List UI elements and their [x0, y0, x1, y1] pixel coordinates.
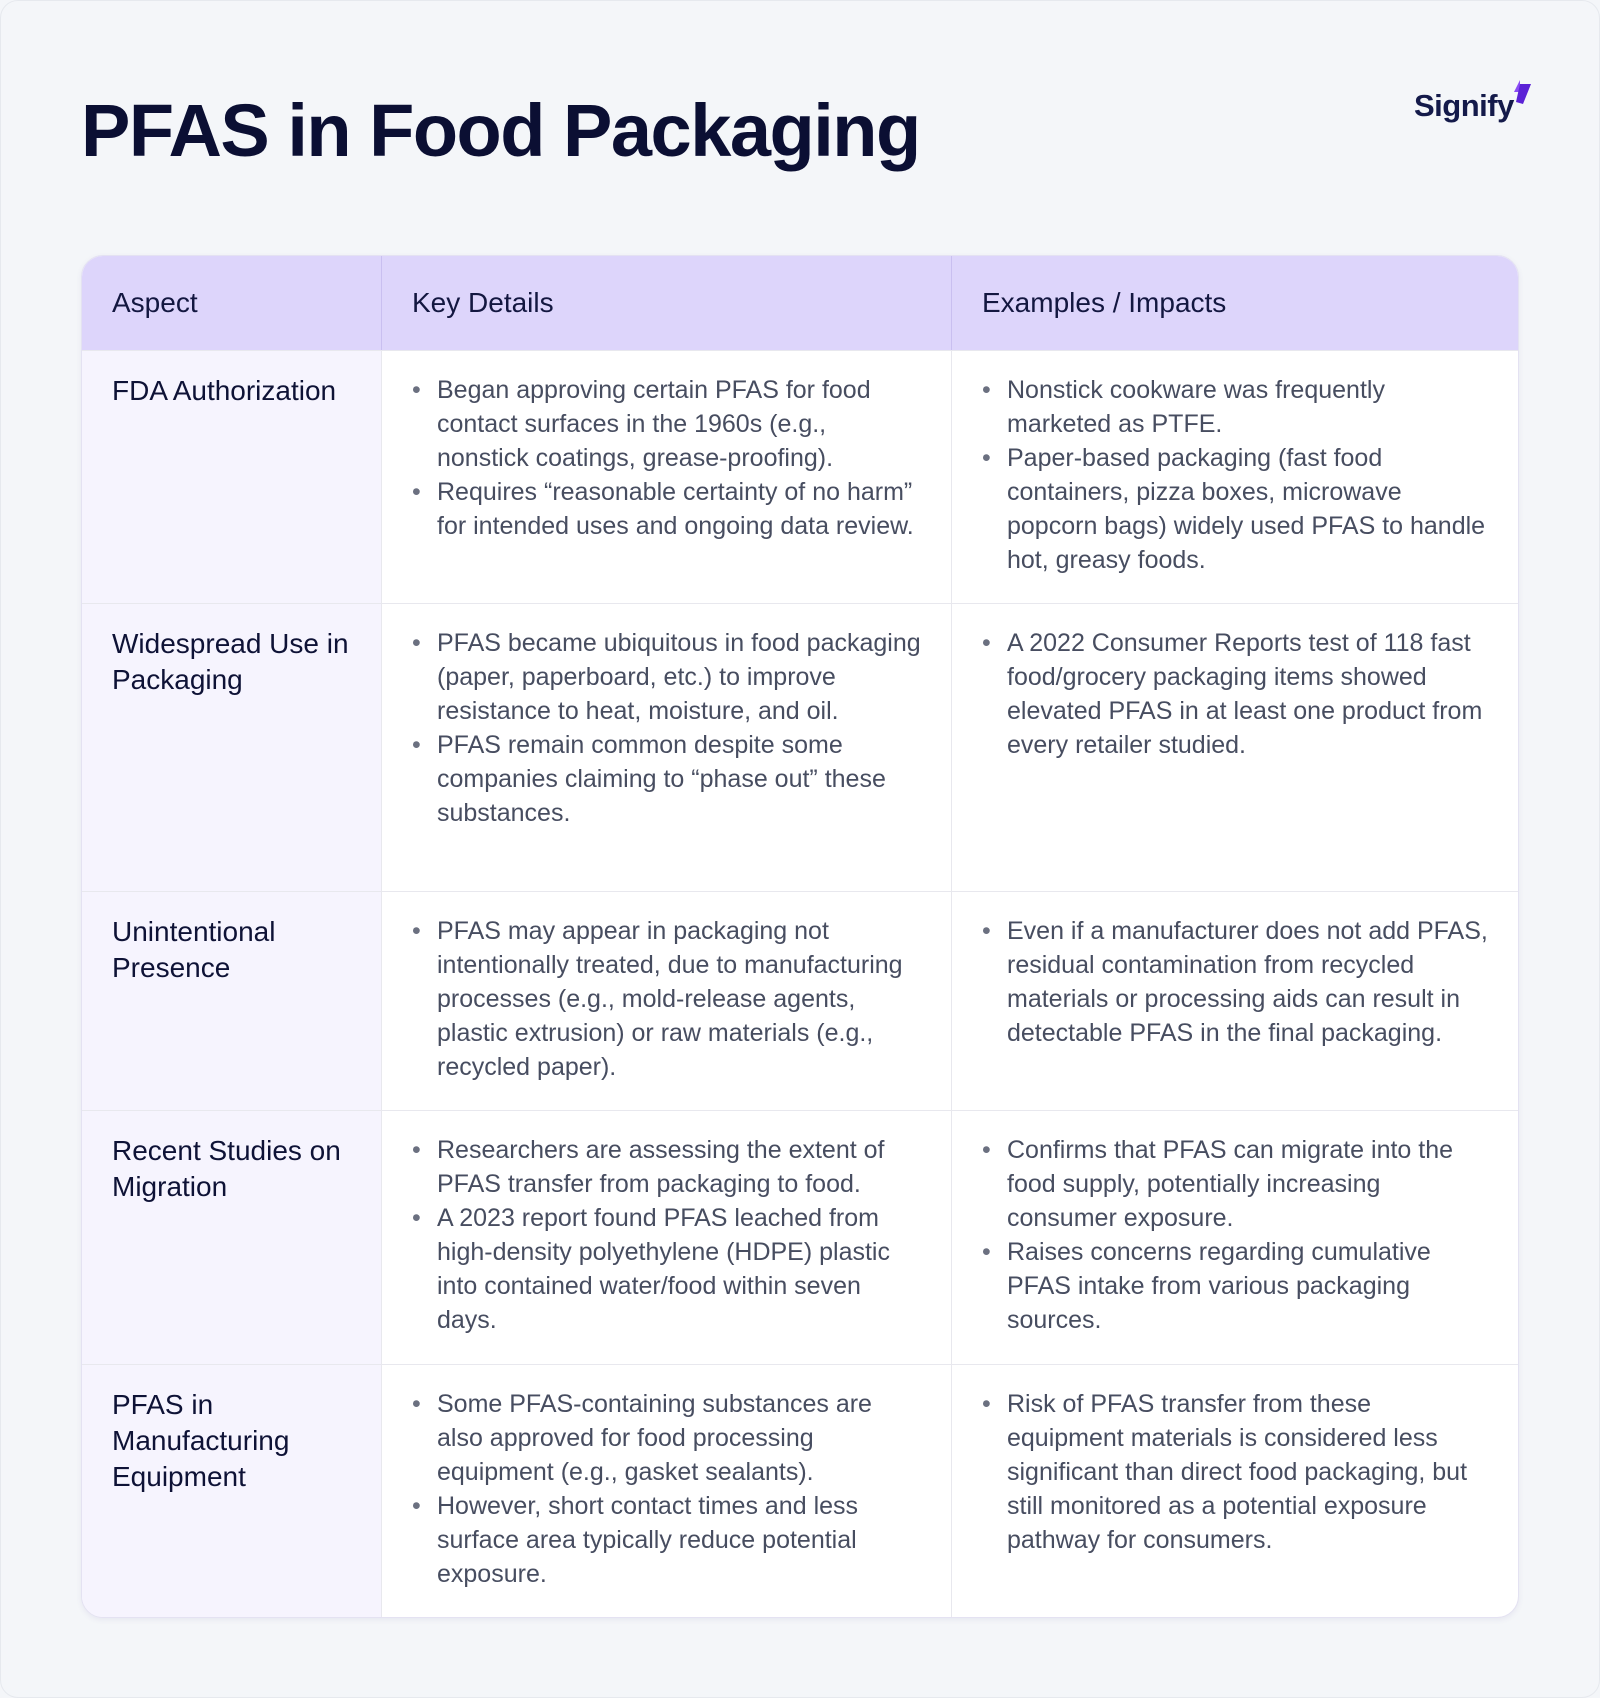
details-cell: Some PFAS-containing substances are also… [381, 1365, 951, 1617]
aspect-cell: FDA Authorization [82, 351, 381, 603]
aspect-cell: Unintentional Presence [82, 892, 381, 1110]
table-row: PFAS in Manufacturing Equipment Some PFAS… [82, 1364, 1518, 1617]
table-row: Recent Studies on Migration Researchers a… [82, 1110, 1518, 1364]
table-row: FDA Authorization Began approving certain… [82, 350, 1518, 603]
page-title: PFAS in Food Packaging [81, 89, 921, 172]
list-item: Requires “reasonable certainty of no har… [412, 475, 921, 543]
examples-list: A 2022 Consumer Reports test of 118 fast… [982, 604, 1490, 762]
details-list: Researchers are assessing the extent of … [412, 1111, 921, 1337]
aspect-cell: Recent Studies on Migration [82, 1111, 381, 1364]
list-item: However, short contact times and less su… [412, 1489, 921, 1591]
list-item: Raises concerns regarding cumulative PFA… [982, 1235, 1490, 1337]
table-row: Widespread Use in Packaging PFAS became u… [82, 603, 1518, 891]
header-aspect: Aspect [112, 287, 198, 318]
list-item: PFAS became ubiquitous in food packaging… [412, 626, 921, 728]
table-header-row: Aspect Key Details Examples / Impacts [82, 256, 1518, 350]
examples-list: Confirms that PFAS can migrate into the … [982, 1111, 1490, 1337]
details-list: Began approving certain PFAS for food co… [412, 351, 921, 543]
list-item: PFAS may appear in packaging not intenti… [412, 914, 921, 1084]
header-examples-impacts: Examples / Impacts [951, 256, 1518, 350]
header-key-details: Key Details [381, 256, 951, 350]
list-item: Researchers are assessing the extent of … [412, 1133, 921, 1201]
list-item: Even if a manufacturer does not add PFAS… [982, 914, 1490, 1050]
details-cell: PFAS became ubiquitous in food packaging… [381, 604, 951, 891]
details-cell: Researchers are assessing the extent of … [381, 1111, 951, 1364]
list-item: Some PFAS-containing substances are also… [412, 1387, 921, 1489]
list-item: A 2022 Consumer Reports test of 118 fast… [982, 626, 1490, 762]
pfas-table: Aspect Key Details Examples / Impacts FD… [81, 255, 1519, 1618]
list-item: A 2023 report found PFAS leached from hi… [412, 1201, 921, 1337]
logo-mark-icon [1513, 80, 1531, 104]
examples-cell: A 2022 Consumer Reports test of 118 fast… [951, 604, 1518, 891]
examples-list: Nonstick cookware was frequently markete… [982, 351, 1490, 577]
details-list: Some PFAS-containing substances are also… [412, 1365, 921, 1591]
list-item: Risk of PFAS transfer from these equipme… [982, 1387, 1490, 1557]
details-cell: Began approving certain PFAS for food co… [381, 351, 951, 603]
list-item: Nonstick cookware was frequently markete… [982, 373, 1490, 441]
aspect-cell: Widespread Use in Packaging [82, 604, 381, 891]
list-item: PFAS remain common despite some companie… [412, 728, 921, 830]
details-list: PFAS may appear in packaging not intenti… [412, 892, 921, 1084]
list-item: Confirms that PFAS can migrate into the … [982, 1133, 1490, 1235]
table-row: Unintentional PresencePFAS may appear in… [82, 891, 1518, 1110]
examples-cell: Even if a manufacturer does not add PFAS… [951, 892, 1518, 1110]
examples-list: Even if a manufacturer does not add PFAS… [982, 892, 1490, 1050]
signify-logo: Signify [1414, 80, 1532, 124]
examples-cell: Nonstick cookware was frequently markete… [951, 351, 1518, 603]
list-item: Began approving certain PFAS for food co… [412, 373, 921, 475]
list-item: Paper-based packaging (fast food contain… [982, 441, 1490, 577]
examples-list: Risk of PFAS transfer from these equipme… [982, 1365, 1490, 1557]
aspect-cell: PFAS in Manufacturing Equipment [82, 1365, 381, 1617]
details-cell: PFAS may appear in packaging not intenti… [381, 892, 951, 1110]
details-list: PFAS became ubiquitous in food packaging… [412, 604, 921, 830]
examples-cell: Risk of PFAS transfer from these equipme… [951, 1365, 1518, 1617]
examples-cell: Confirms that PFAS can migrate into the … [951, 1111, 1518, 1364]
logo-text: Signify [1414, 88, 1514, 123]
